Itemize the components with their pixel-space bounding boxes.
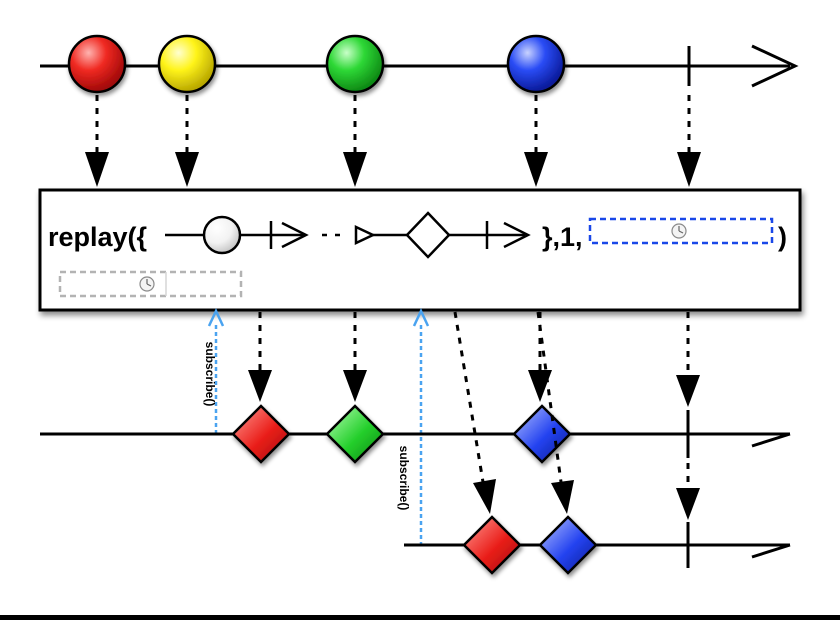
clock-icon [139, 276, 155, 292]
arrowhead-red-out-1 [248, 370, 272, 402]
operator-to-first-output-arrows [258, 312, 690, 374]
first-output-green-diamond [325, 404, 385, 464]
arrow-blue-out-2 [536, 311, 563, 483]
operator-to-first-output-heads [248, 370, 700, 407]
selector-output-diamond [405, 211, 451, 259]
first-output-red-diamond [231, 404, 291, 464]
arrowhead-green-in [343, 152, 367, 187]
selector-output-arrow-head [503, 221, 531, 249]
subscribe-arrowhead-first [207, 308, 225, 327]
first-output-timeline [40, 404, 791, 464]
arrowhead-blue-in [524, 152, 548, 187]
arrowhead-blue-out-2 [551, 480, 574, 514]
scheduler-parameter [588, 217, 774, 245]
arrowhead-red-out-2 [473, 479, 496, 514]
subscribe-label-second: subscribe() [397, 446, 411, 511]
subscribe-label-first: subscribe() [203, 342, 217, 407]
operator-box: replay({ },1, ) [38, 188, 802, 312]
green-marble [325, 34, 385, 94]
source-to-operator-heads [85, 152, 701, 187]
operator-to-second-output-heads [473, 479, 700, 520]
arrowhead-complete-out-2 [676, 488, 700, 520]
arrowhead-yellow-in [175, 152, 199, 187]
second-output-red-diamond [462, 515, 522, 575]
subscribe-arrowhead-second [412, 308, 430, 327]
arrow-red-out-2 [453, 311, 485, 483]
red-marble [67, 34, 127, 94]
arrowhead-complete-out-1 [676, 375, 700, 407]
first-output-blue-diamond [512, 404, 572, 464]
selector-transform-head [354, 225, 376, 245]
source-to-operator-arrows [95, 95, 691, 155]
scheduler-dashed-box [588, 217, 774, 245]
scheduler-inactive [58, 270, 243, 298]
operator-prefix: replay({ [48, 222, 147, 252]
arrowhead-green-out-1 [343, 370, 367, 402]
second-output-blue-diamond [538, 515, 598, 575]
source-timeline [40, 34, 799, 94]
source-arrow-head [751, 44, 799, 88]
selector-input-marble [202, 215, 242, 255]
second-output-timeline [404, 515, 791, 575]
yellow-marble [157, 34, 217, 94]
arrowhead-blue-out-1 [528, 370, 552, 402]
second-output-arrow-head [751, 543, 791, 559]
arrowhead-complete-in [677, 152, 701, 187]
operator-suffix: ) [778, 222, 787, 252]
operator-middle: },1, [542, 222, 583, 252]
first-output-arrow-head [751, 432, 791, 448]
selector-diagram [165, 211, 531, 259]
arrowhead-red-in [85, 152, 109, 187]
operator-to-second-output-arrows [453, 311, 690, 490]
inactive-dashed-box [58, 270, 243, 298]
clock-icon [671, 223, 687, 239]
blue-marble [506, 34, 566, 94]
selector-input-arrow-head [281, 221, 309, 249]
